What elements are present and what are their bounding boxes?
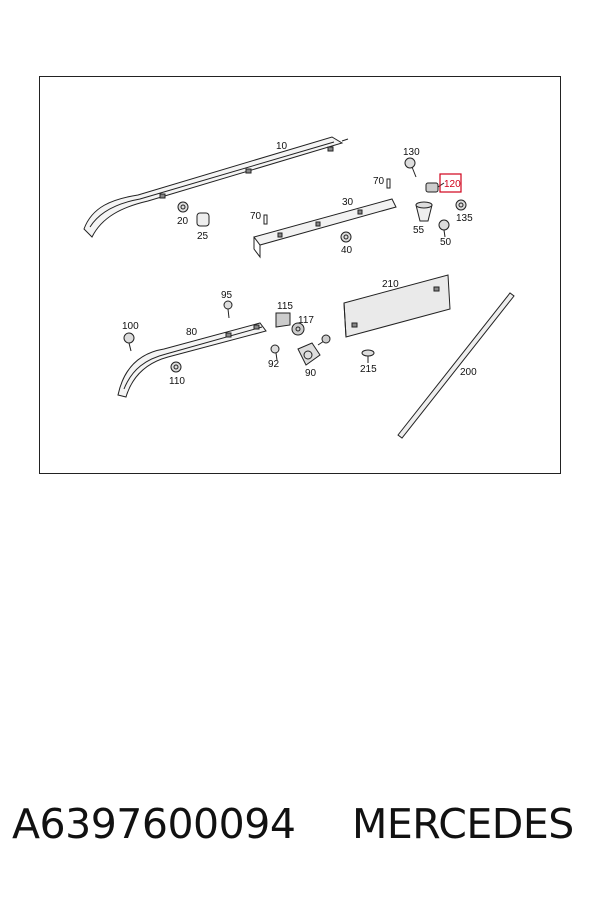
nut-part-110 — [170, 361, 182, 373]
hinge-part-90 — [297, 334, 331, 366]
nut-part-40 — [340, 231, 352, 243]
callout-70b: 70 — [373, 176, 385, 187]
callout-210: 210 — [382, 279, 399, 290]
callout-55: 55 — [413, 225, 425, 236]
nut-part-135 — [455, 199, 467, 211]
callout-200: 200 — [460, 367, 477, 378]
bolt-part-130 — [404, 157, 417, 178]
callout-130: 130 — [403, 147, 420, 158]
callout-50: 50 — [440, 237, 452, 248]
panel-part-210 — [343, 274, 451, 338]
grommet-part-55 — [415, 201, 433, 222]
callout-90: 90 — [305, 368, 317, 379]
callout-95: 95 — [221, 290, 233, 301]
callout-120: 120 — [444, 179, 461, 190]
bolt-part-215 — [361, 349, 375, 363]
part-number: A6397600094 — [12, 800, 296, 848]
seal-part-200 — [397, 292, 515, 439]
clip-part-25 — [196, 212, 210, 227]
callout-20: 20 — [177, 216, 189, 227]
rail-part-10 — [83, 136, 349, 238]
callout-80: 80 — [186, 327, 198, 338]
clip-part-70b — [386, 178, 391, 189]
bushing-part-117 — [291, 322, 305, 336]
callout-117: 117 — [298, 315, 314, 326]
callout-92: 92 — [268, 359, 280, 370]
bracket-part-115 — [275, 312, 291, 328]
bushing-part-120 — [425, 182, 445, 193]
nut-part-20 — [177, 201, 189, 213]
clip-part-70a — [263, 214, 268, 225]
parts-diagram: 10 20 25 30 40 50 55 70 70 80 90 92 95 1… — [83, 136, 515, 439]
caption: A6397600094 MERCEDES — [0, 800, 600, 860]
callout-30: 30 — [342, 197, 354, 208]
callout-40: 40 — [341, 245, 353, 256]
parts-diagram-frame: 10 20 25 30 40 50 55 70 70 80 90 92 95 1… — [39, 76, 561, 474]
callout-70a: 70 — [250, 211, 262, 222]
highlight-box-120 — [439, 173, 462, 193]
callout-10: 10 — [276, 141, 288, 152]
screw-part-100 — [123, 332, 135, 352]
callout-115: 115 — [277, 301, 293, 312]
callout-135: 135 — [456, 213, 473, 224]
screw-part-50 — [438, 219, 450, 238]
callout-100: 100 — [122, 321, 139, 332]
screw-part-95 — [223, 300, 233, 319]
brand-name: MERCEDES — [352, 800, 574, 848]
trim-part-30 — [253, 198, 397, 259]
callout-215: 215 — [360, 364, 377, 375]
rail-part-80 — [117, 322, 267, 398]
screw-part-92 — [270, 344, 280, 361]
callout-110: 110 — [169, 376, 185, 387]
callout-25: 25 — [197, 231, 209, 242]
